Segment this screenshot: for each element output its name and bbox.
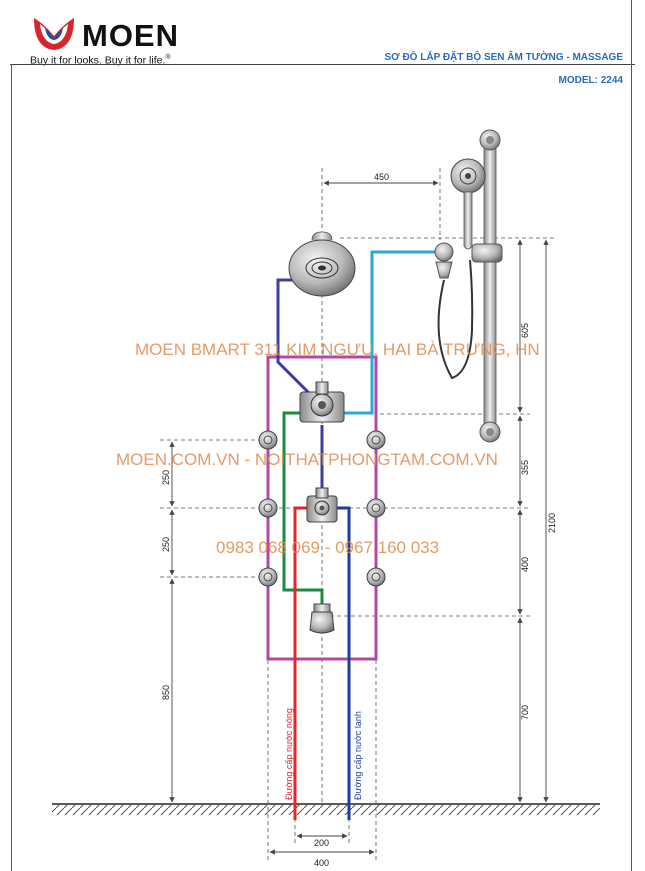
tub-spout-icon (309, 603, 335, 634)
dim-250-lower: 250 (161, 537, 171, 552)
diagram-title: SƠ ĐỒ LẮP ĐẶT BỘ SEN ÂM TƯỜNG - MASSAGE (384, 52, 623, 63)
cold-supply-pipe (336, 506, 351, 820)
hot-supply-pipe (293, 506, 308, 820)
mixer-valve-icon (306, 487, 338, 523)
brand-block: MOEN Buy it for looks. Buy it for life.® (30, 12, 230, 68)
floor (52, 803, 600, 815)
dim-850: 850 (161, 685, 171, 700)
frame-right-border (631, 0, 632, 871)
body-jet-icon (366, 498, 386, 518)
dim-400-bottom: 400 (314, 858, 329, 868)
dim-400: 400 (520, 557, 530, 572)
body-jet-icon (366, 567, 386, 587)
handshower-supply-line (335, 250, 438, 415)
diverter-to-spout-line (282, 411, 324, 606)
frame-left-border (11, 64, 12, 871)
registered-mark: ® (165, 54, 171, 61)
hot-pipe-label: Đường cấp nước nóng (284, 708, 294, 800)
dim-200: 200 (314, 838, 329, 848)
header-divider (10, 64, 635, 65)
body-jet-icon (258, 498, 278, 518)
brand-tagline: Buy it for looks. Buy it for life.® (30, 54, 171, 67)
hose-wall-elbow-icon (434, 242, 474, 380)
rain-supply-line (276, 278, 314, 398)
hand-shower-icon (450, 158, 486, 250)
dim-605: 605 (520, 323, 530, 338)
body-jet-icon (258, 567, 278, 587)
body-jet-icon (258, 430, 278, 450)
dim-250-upper: 250 (161, 470, 171, 485)
watermark-address: MOEN BMART 311 KIM NGƯU, HAI BÀ TRƯNG, H… (135, 340, 540, 359)
diverter-valve-icon (299, 381, 345, 423)
dim-700: 700 (520, 705, 530, 720)
watermark-websites: MOEN.COM.VN - NOITHATPHONGTAM.COM.VN (116, 450, 498, 469)
cold-pipe-label: Đường cấp nước lạnh (353, 711, 363, 800)
tagline-text: Buy it for looks. Buy it for life. (30, 54, 166, 67)
dimension-lines (169, 180, 549, 855)
body-jets (258, 430, 386, 587)
watermark-phones: 0983 068 069 - 0967 160 033 (216, 538, 440, 557)
dim-450: 450 (374, 172, 389, 182)
body-jet-icon (366, 430, 386, 450)
rain-shower-head-icon (288, 231, 356, 297)
dim-2100: 2100 (547, 513, 557, 533)
dim-355: 355 (520, 460, 530, 475)
model-number: MODEL: 2244 (558, 75, 623, 86)
moen-logo-icon (34, 18, 74, 50)
slide-bar-icon (471, 129, 503, 443)
brand-name: MOEN (82, 18, 179, 53)
